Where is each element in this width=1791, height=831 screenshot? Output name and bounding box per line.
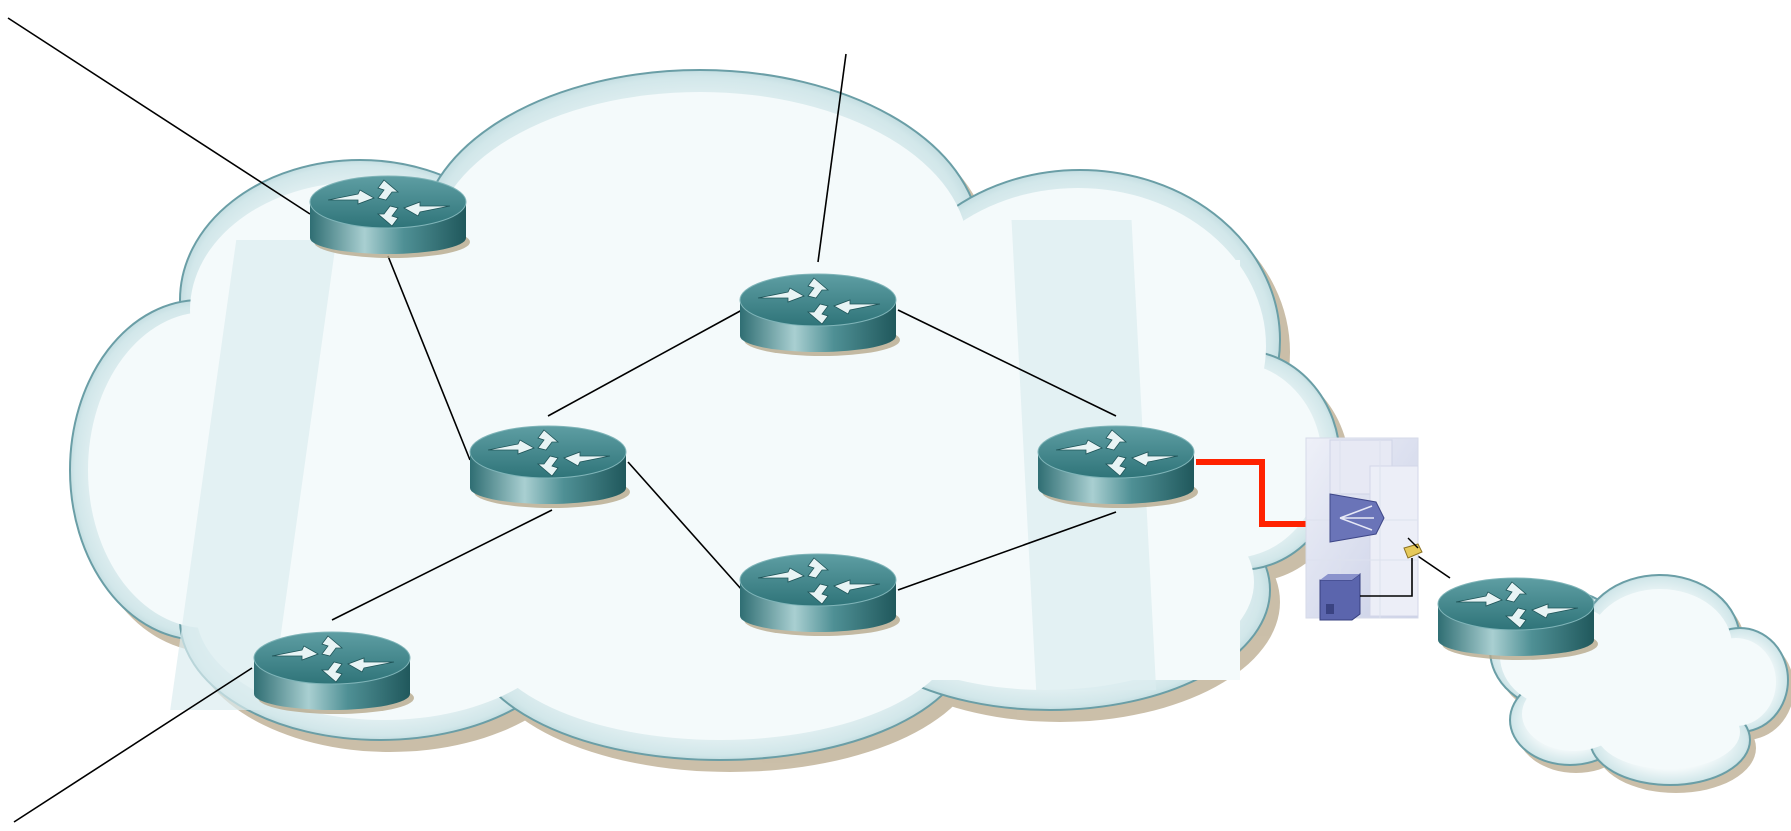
link-r5-r4	[897, 511, 1117, 591]
router-r5	[739, 553, 901, 637]
main-network-cloud	[69, 69, 1350, 772]
link-r2-r4	[897, 309, 1117, 417]
link-r3-r6	[331, 509, 553, 621]
router-r6	[253, 631, 415, 715]
router-r4	[1037, 425, 1199, 509]
link-r1-external	[7, 17, 311, 215]
link-r2-external	[817, 53, 847, 263]
router-r3	[469, 425, 631, 509]
link-r3-r5	[627, 461, 743, 591]
link-r6-external	[13, 667, 253, 823]
link-r4-gateway-highlight	[1196, 459, 1330, 527]
router-r7	[1437, 577, 1599, 661]
router-r1: router-icon	[309, 175, 471, 259]
firewall-gateway-icon	[1305, 437, 1423, 621]
links	[7, 17, 1451, 823]
link-r1-r3	[387, 255, 471, 461]
link-r3-r2	[547, 309, 743, 417]
router-r2	[739, 273, 901, 357]
